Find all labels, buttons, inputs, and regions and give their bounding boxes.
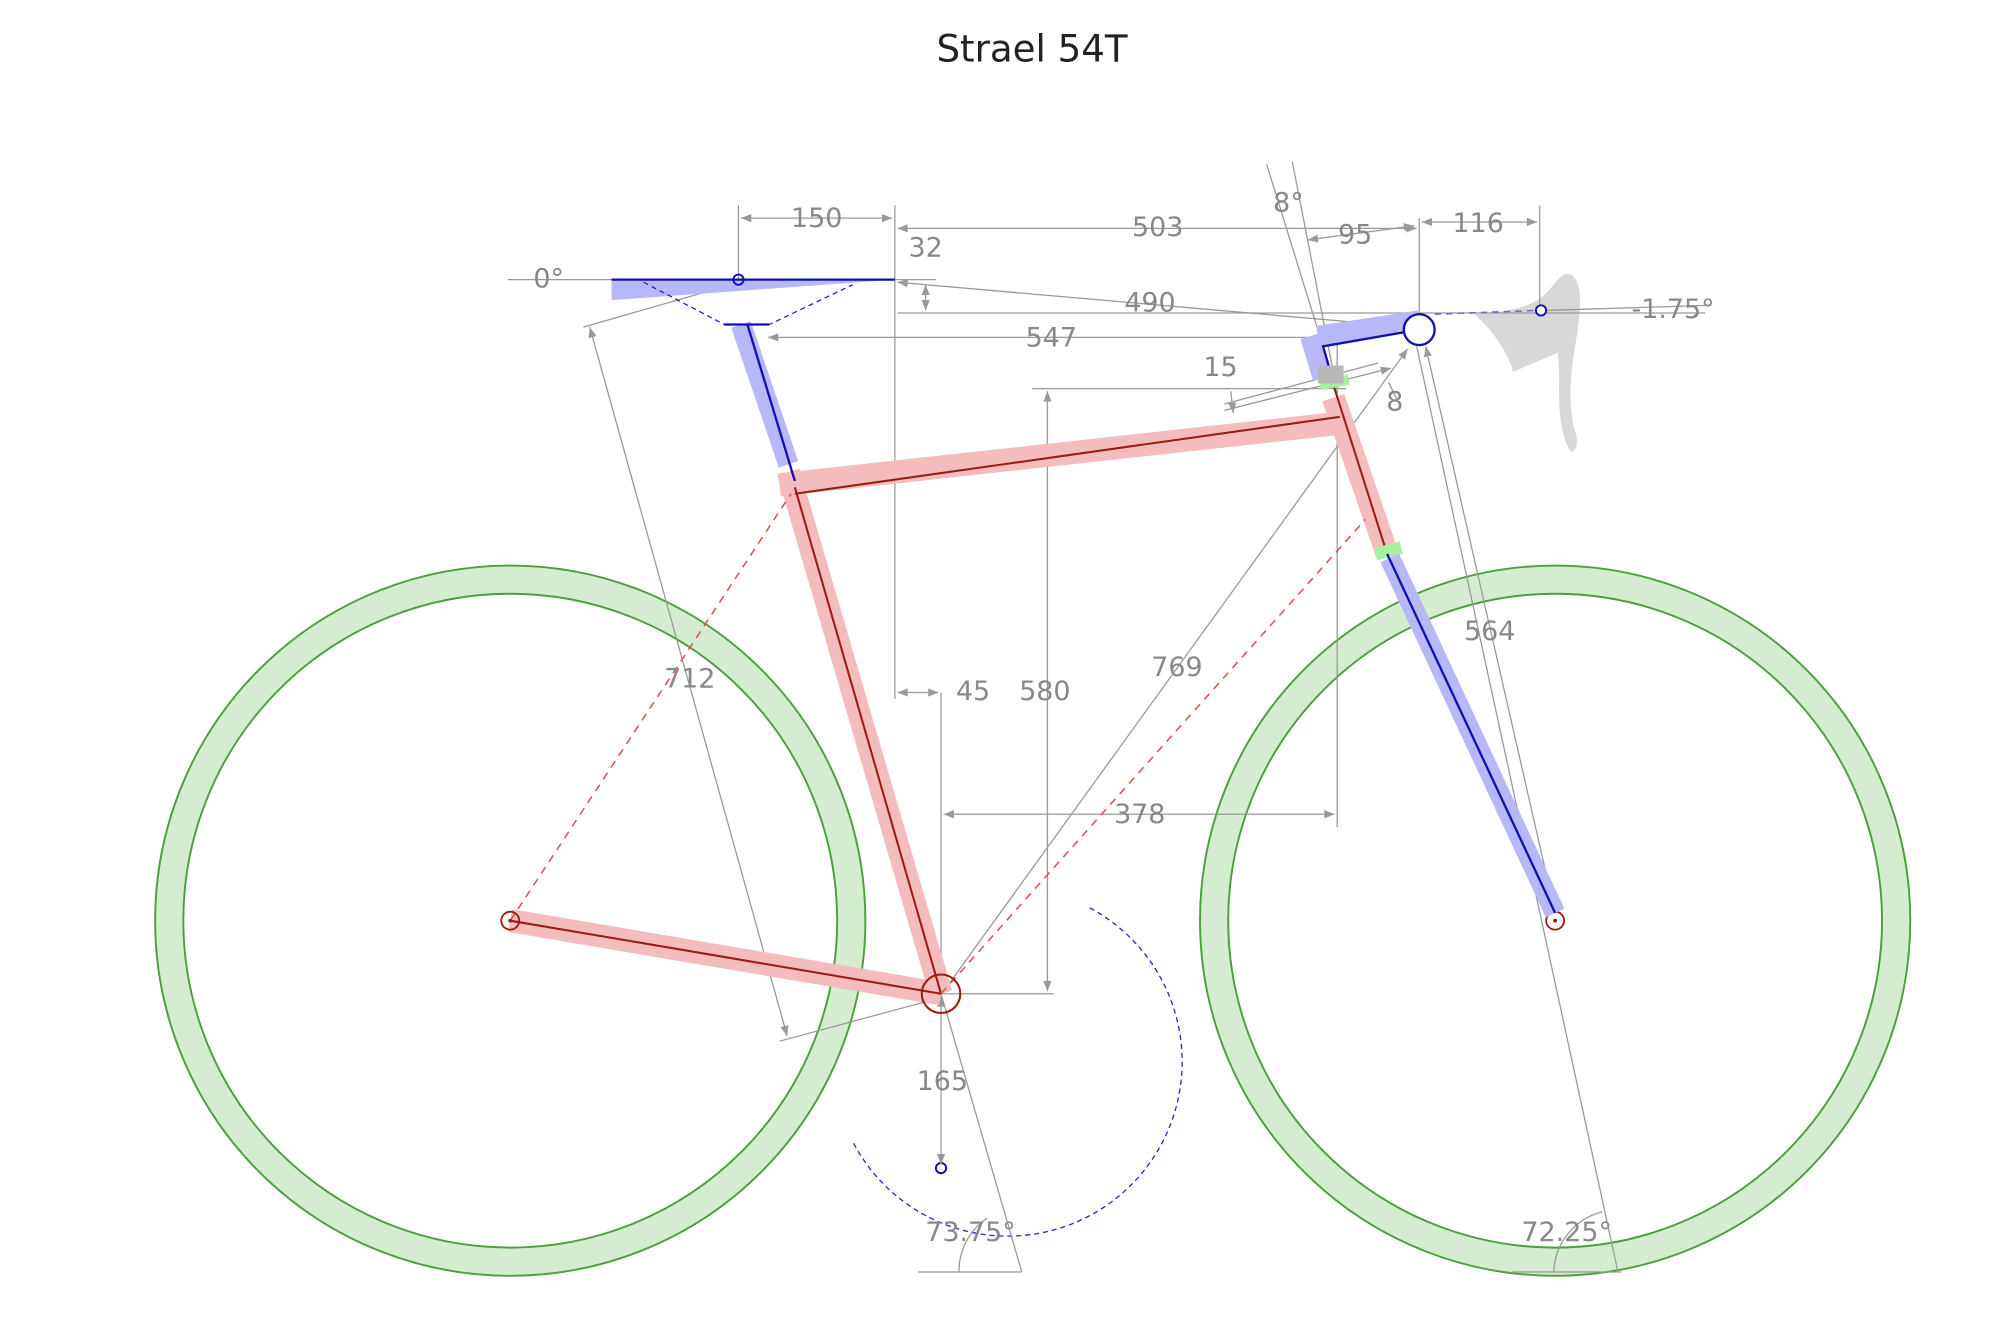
brake-hood-shape — [1474, 274, 1581, 452]
pedal-point — [934, 1162, 948, 1175]
label-headset: 8 — [1386, 386, 1403, 417]
label-stem-length: 95 — [1338, 220, 1372, 251]
diagram-title: Strael 54T — [936, 27, 1127, 71]
hood-point — [1534, 304, 1548, 317]
label-head-angle: 72.25° — [1521, 1217, 1611, 1248]
label-bar-reach: 116 — [1453, 208, 1504, 239]
bottom-bracket — [920, 973, 962, 1015]
frame — [500, 374, 1566, 1015]
rear-axle — [500, 910, 521, 931]
rear-wheel — [154, 564, 867, 1277]
label-bar-angle: -1.75° — [1632, 294, 1715, 325]
label-effective-top-tube: 547 — [1026, 322, 1077, 353]
label-stack: 580 — [1019, 676, 1070, 707]
dimension-labels: 150 503 32 490 547 15 8 580 45 378 769 7… — [533, 188, 1714, 1248]
handlebar-clamp — [1402, 313, 1436, 347]
label-spacer: 15 — [1203, 352, 1237, 383]
label-saddle-drop: 32 — [909, 233, 943, 264]
label-crank-length: 165 — [917, 1066, 968, 1097]
label-saddle-height: 712 — [664, 663, 715, 694]
saddle — [611, 279, 895, 301]
label-reach: 378 — [1114, 799, 1165, 830]
label-seat-offset: 45 — [956, 676, 990, 707]
label-fork-length: 564 — [1464, 616, 1515, 647]
label-saddle-to-bar: 490 — [1124, 288, 1175, 319]
label-saddle-setback: 150 — [791, 203, 842, 234]
crank-circle — [851, 907, 1183, 1237]
label-saddle-angle: 0° — [533, 263, 564, 294]
label-seat-angle: 73.75° — [925, 1217, 1015, 1248]
label-reach-to-bar: 503 — [1132, 212, 1183, 243]
label-bb-to-bar: 769 — [1151, 652, 1202, 683]
label-stem-angle: 8° — [1273, 188, 1304, 219]
components — [611, 273, 1565, 918]
